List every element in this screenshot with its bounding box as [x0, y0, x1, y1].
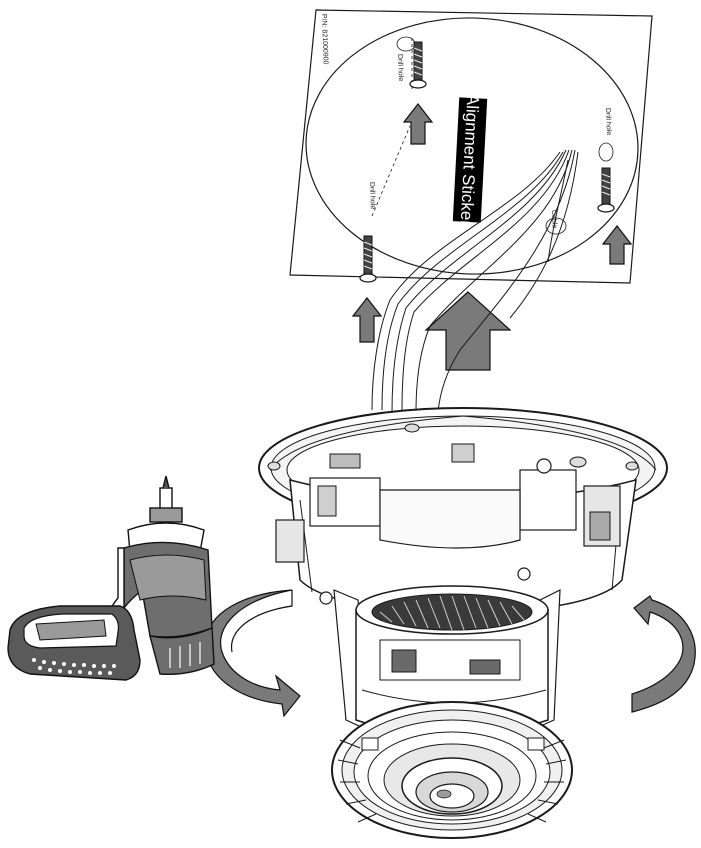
rotate-left-icon: [204, 589, 301, 718]
drill-hole-left-label: Drill hole: [368, 182, 376, 210]
arrow-up-icon: [351, 297, 383, 343]
dome-camera: [258, 407, 668, 839]
drill-hole-top-label: Drill hole: [396, 54, 404, 82]
arrow-up-icon: [424, 291, 512, 371]
rotate-right-icon: [631, 595, 696, 713]
screw-icon: [409, 41, 427, 89]
drill-hole-right-label: Drill hole: [604, 108, 612, 136]
screwdriver-drill-icon: [7, 475, 215, 681]
arrow-up-icon: [402, 103, 434, 145]
alignment-sticker-label: Alignment Sticker: [452, 93, 488, 227]
camera-cables: [371, 149, 579, 413]
cable-label: Cable: [550, 210, 558, 229]
screw-icon: [359, 235, 377, 283]
screw-icon: [597, 167, 615, 213]
drill-hole-right: Drill hole: [598, 108, 614, 162]
arrow-up-icon: [601, 225, 633, 265]
alignment-sticker-sheet: P/N: 821000900 Alignment Sticker Drill h…: [289, 9, 653, 284]
part-number-text: P/N: 821000900: [320, 14, 329, 65]
